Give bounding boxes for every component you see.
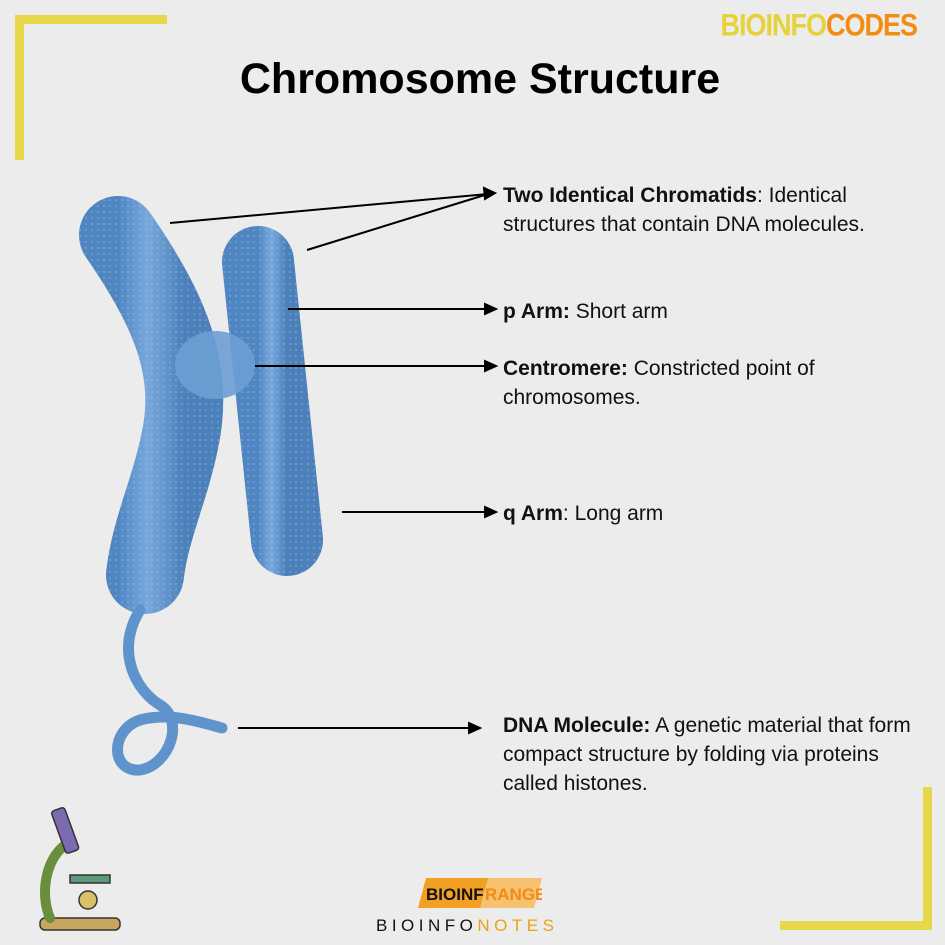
arrow-chromatid-left	[169, 193, 489, 224]
frame-corner-bottom-right-horizontal	[780, 921, 932, 930]
label-p-arm-desc: Short arm	[569, 300, 668, 323]
arrowhead-dna	[468, 721, 483, 735]
frame-corner-bottom-right-vertical	[923, 787, 932, 930]
label-q-arm-sep: :	[562, 502, 569, 525]
brand-part1: BIOINFO	[720, 7, 826, 43]
frame-corner-top-left-horizontal	[15, 15, 167, 24]
page-title: Chromosome Structure	[239, 55, 721, 103]
label-chromatids-term: Two Identical Chromatids	[503, 184, 757, 207]
label-q-arm-term: q Arm	[503, 502, 563, 525]
logo-part1: BIOINF	[426, 885, 484, 904]
right-chromatid	[222, 226, 323, 576]
arrowhead-chromatids	[482, 186, 498, 201]
dna-strand	[112, 604, 228, 776]
label-q-arm: q Arm: Long arm	[503, 499, 913, 528]
label-centromere-desc: Constricted point of chromosomes.	[503, 357, 815, 409]
label-centromere-term: Centromere:	[503, 357, 628, 380]
arrowhead-centromere	[484, 359, 499, 373]
label-chromatids-sep: :	[756, 184, 763, 207]
brand-logo: BIOINFOCODES	[720, 7, 918, 44]
logo-part2: RANGE	[485, 885, 542, 904]
label-chromatids-desc: Identical structures that contain DNA mo…	[503, 184, 865, 236]
centromere-region	[175, 331, 255, 399]
label-chromatids: Two Identical Chromatids: Identical stru…	[503, 181, 913, 239]
microscope-icon	[39, 807, 121, 931]
label-dna-term: DNA Molecule:	[503, 714, 651, 737]
footer-text-part2: NOTES	[477, 916, 559, 935]
label-centromere: Centromere: Constricted point of chromos…	[503, 354, 913, 412]
brand-part2: CODES	[825, 7, 918, 43]
label-q-arm-desc: Long arm	[568, 502, 664, 525]
frame-corner-top-left-vertical	[15, 15, 24, 160]
label-p-arm: p Arm: Short arm	[503, 297, 913, 326]
label-dna: DNA Molecule: A genetic material that fo…	[503, 711, 913, 798]
bioinforange-logo: BIOINF RANGE	[418, 878, 542, 908]
label-p-arm-term: p Arm:	[503, 300, 570, 323]
arrowhead-q-arm	[484, 505, 499, 519]
footer-text-part1: BIOINFO	[376, 916, 478, 935]
label-dna-desc: A genetic material that form compact str…	[503, 714, 911, 795]
arrowhead-p-arm	[484, 302, 499, 316]
left-chromatid	[79, 196, 224, 614]
footer-text: BIOINFONOTES	[376, 916, 558, 936]
arrow-chromatid-right	[306, 193, 489, 251]
